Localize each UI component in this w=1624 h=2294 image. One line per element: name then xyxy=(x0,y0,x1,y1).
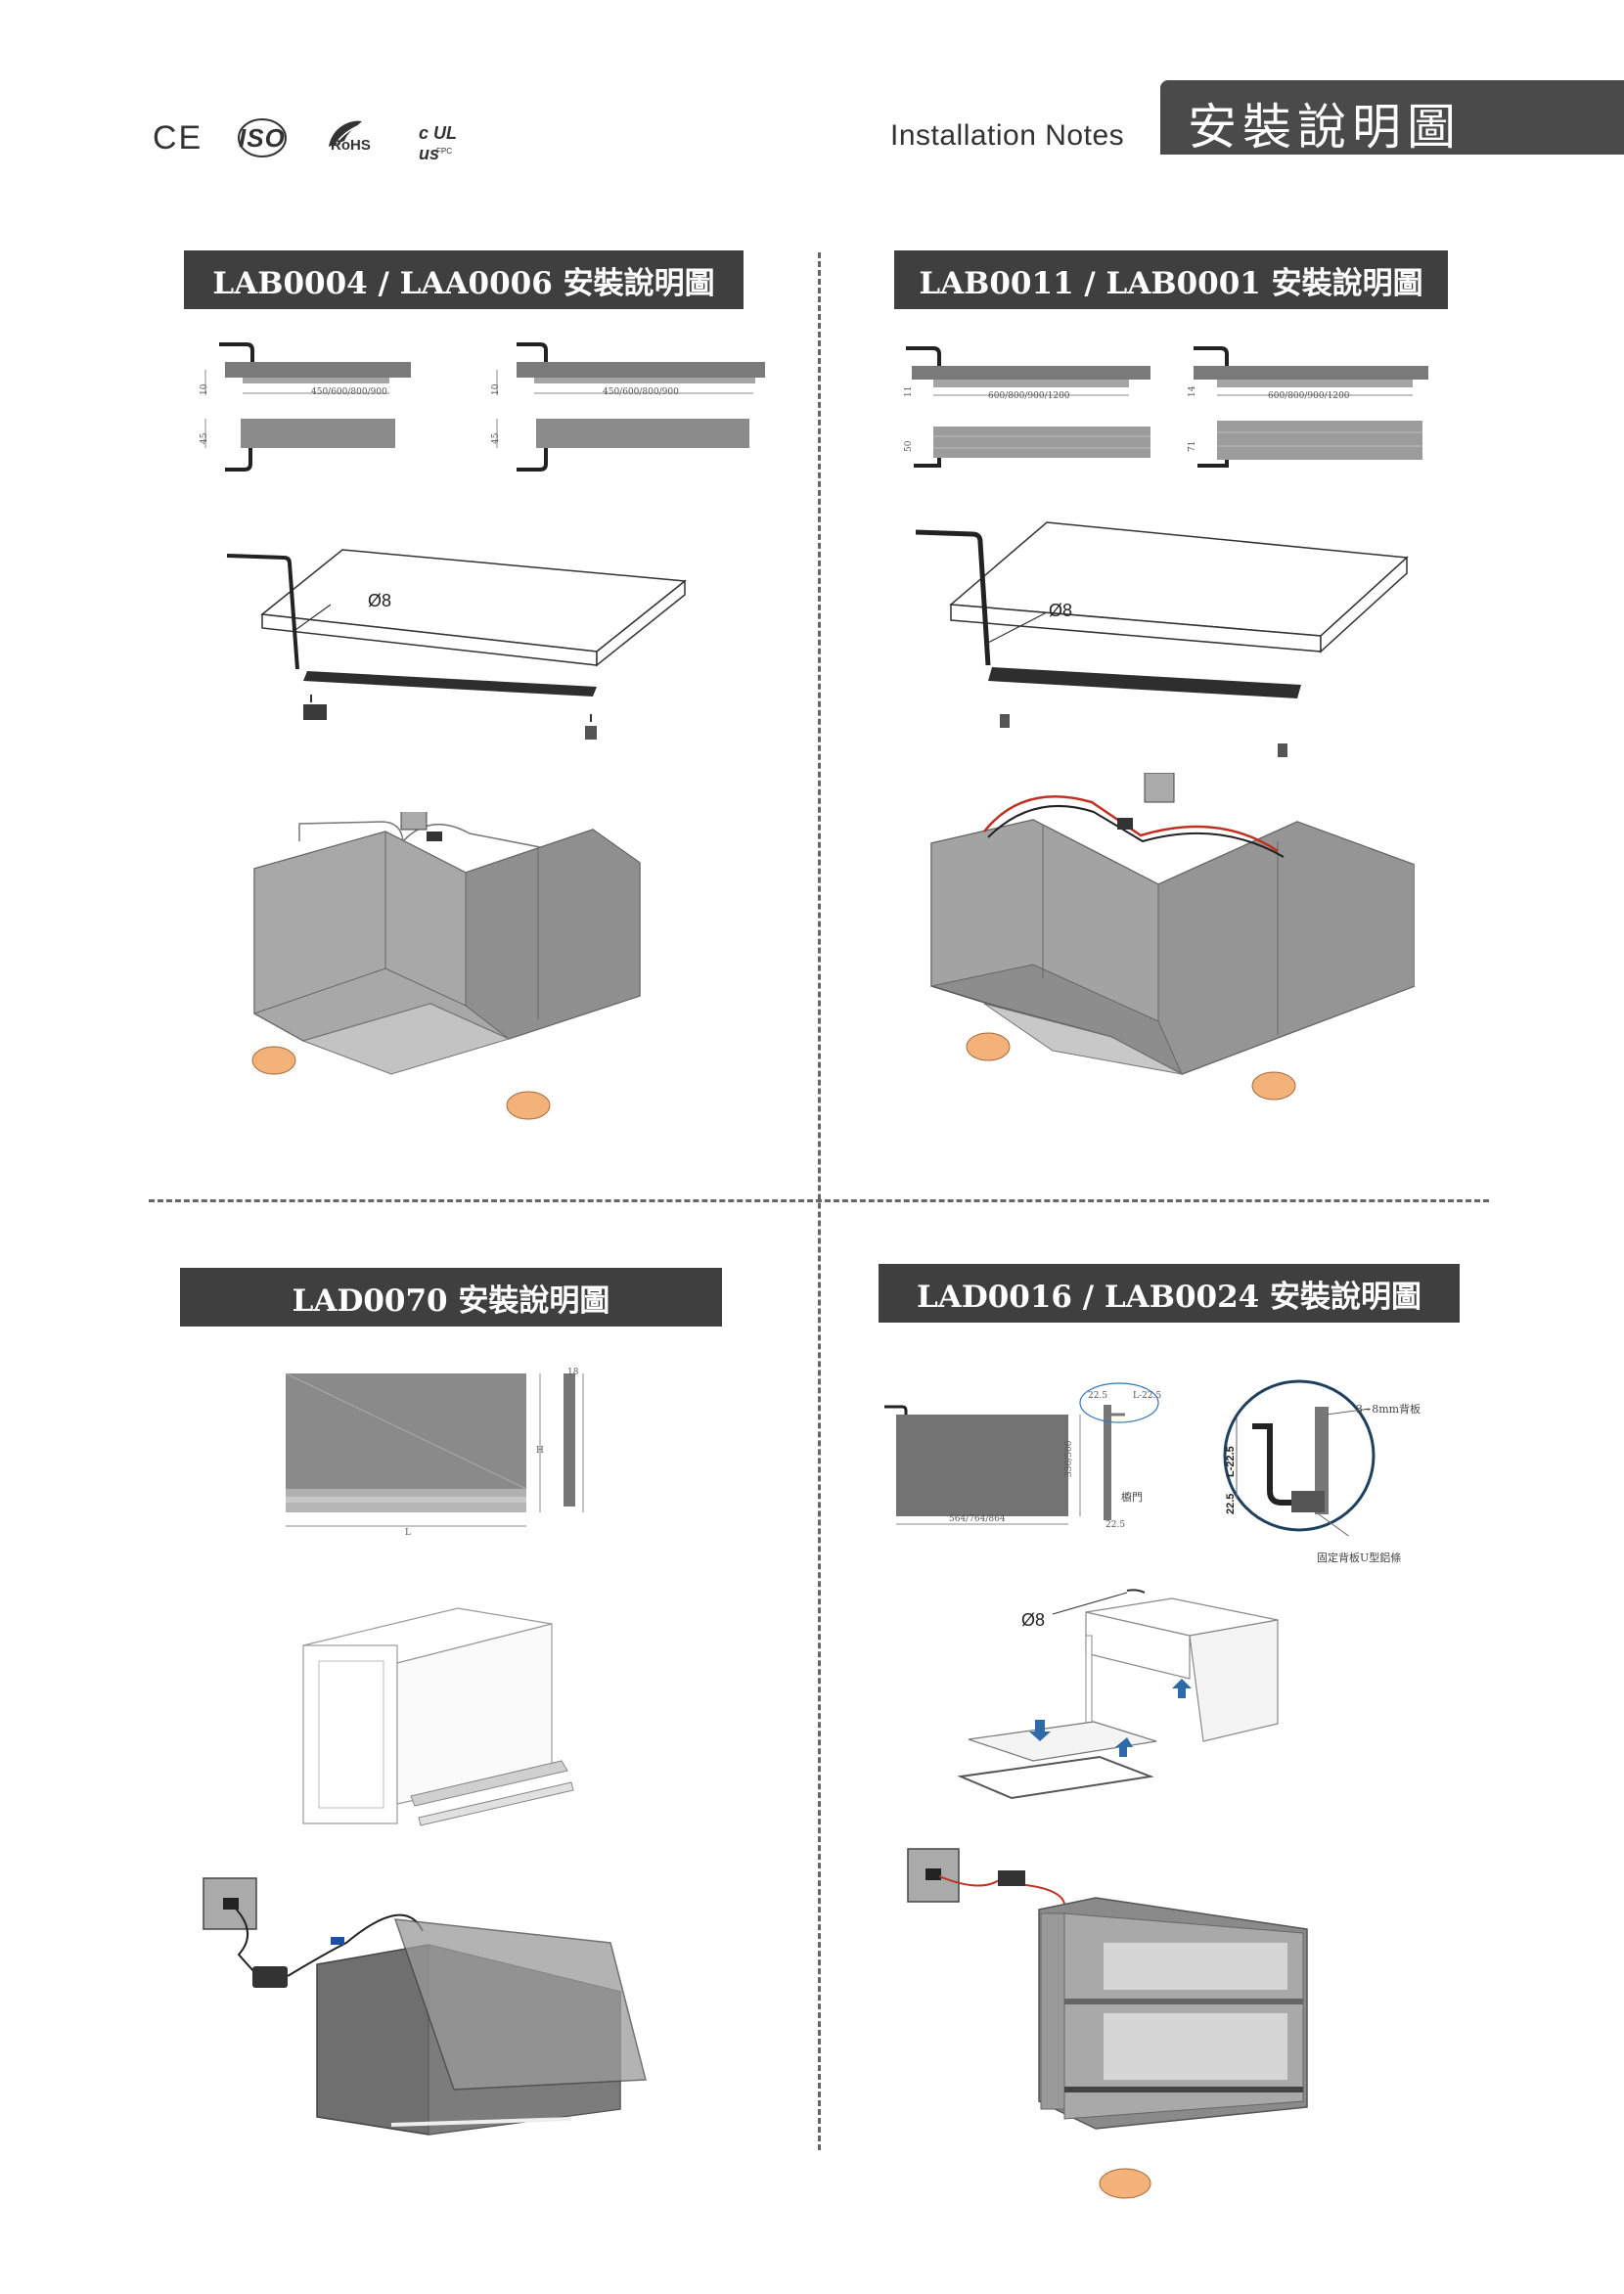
lab0004-height-left: 10 xyxy=(200,383,209,395)
lab0004-length-right: 450/600/800/900 xyxy=(603,387,679,397)
lab0011-width-left: 50 xyxy=(904,440,914,452)
section-title-lad0016: LAD0016 / LAB0024 安裝說明圖 xyxy=(879,1264,1460,1323)
lad0016-bracket-label: 固定背板U型鋁條 xyxy=(1317,1552,1402,1564)
iso-logo: ISO xyxy=(235,115,290,160)
rohs-logo: RoHS xyxy=(323,117,382,160)
lab0004-exploded-shelf xyxy=(226,549,687,740)
lad0070-dim-top: 18 xyxy=(567,1368,579,1377)
lad0016-dim-top-b: L-22.5 xyxy=(1133,1391,1162,1401)
page-title-band: 安裝說明圖 xyxy=(1160,80,1624,155)
lad0016-dim-length: 564/764/864 xyxy=(949,1514,1006,1524)
lad0016-exploded-cabinet xyxy=(957,1589,1279,1800)
ul-text: c UL us xyxy=(419,123,457,163)
lad0016-zoom-dim-1: L-22.5 xyxy=(1225,1446,1237,1477)
lad0070-dim-side: H xyxy=(536,1446,544,1456)
ul-logo: c UL us FPC xyxy=(415,121,474,163)
lab0004-width-right: 45 xyxy=(491,432,501,444)
iso-ring-icon xyxy=(238,118,287,157)
lab0011-height-left: 11 xyxy=(904,385,914,397)
lab0004-height-right: 10 xyxy=(491,383,501,395)
lad0016-hole-label: Ø8 xyxy=(1021,1610,1046,1630)
lab0011-length-left: 600/800/900/1200 xyxy=(988,391,1070,401)
ce-mark: CE xyxy=(153,119,203,157)
lab0011-exploded-shelf xyxy=(915,521,1409,757)
lab0004-corner-cabinet xyxy=(251,812,641,1120)
lad0016-door-label: 櫥門 xyxy=(1121,1491,1143,1504)
lab0004-width-left: 45 xyxy=(200,432,209,444)
lad0016-backboard-label: 3~8mm背板 xyxy=(1356,1403,1421,1416)
rohs-leaf-icon xyxy=(329,120,362,147)
section-title-lab0011: LAB0011 / LAB0001 安裝說明圖 xyxy=(894,250,1448,309)
installation-notes-label: Installation Notes xyxy=(890,119,1125,152)
lab0011-hole-label: Ø8 xyxy=(1049,601,1073,620)
ul-sub-text: FPC xyxy=(436,147,452,156)
rohs-text: RoHS xyxy=(331,137,371,154)
lad0070-front-drawing xyxy=(285,1372,584,1527)
lab0011-profile-drawings xyxy=(906,346,1428,468)
lab0011-height-right: 14 xyxy=(1188,385,1197,397)
lab0004-hole-label: Ø8 xyxy=(368,591,392,610)
lad0016-dim-bottom: 22.5 xyxy=(1105,1520,1126,1530)
page-title: 安裝說明圖 xyxy=(1188,100,1462,155)
lab0011-corner-cabinet xyxy=(930,773,1415,1101)
lab0011-length-right: 600/800/900/1200 xyxy=(1268,391,1350,401)
lad0016-dimension-drawing xyxy=(884,1379,1376,1536)
section-title-lab0004: LAB0004 / LAA0006 安裝說明圖 xyxy=(184,250,744,309)
lab0011-width-right: 71 xyxy=(1188,440,1197,452)
horizontal-divider xyxy=(149,1199,1489,1202)
lab0004-length-left: 450/600/800/900 xyxy=(311,387,387,397)
lad0016-dim-height: 330/500 xyxy=(1064,1440,1074,1477)
iso-text: ISO xyxy=(239,123,286,153)
lad0070-dim-bottom: L xyxy=(405,1528,411,1538)
lad0070-cabinet-wireframe xyxy=(302,1607,574,1826)
section-title-lad0070: LAD0070 安裝說明圖 xyxy=(180,1268,722,1327)
lab0004-profile-drawings xyxy=(204,342,765,472)
lad0016-dim-top-a: 22.5 xyxy=(1088,1391,1108,1401)
lad0070-cabinet-installed xyxy=(203,1877,647,2136)
lad0016-cabinet-installed xyxy=(907,1848,1308,2199)
lad0016-zoom-dim-2: 22.5 xyxy=(1225,1493,1237,1514)
